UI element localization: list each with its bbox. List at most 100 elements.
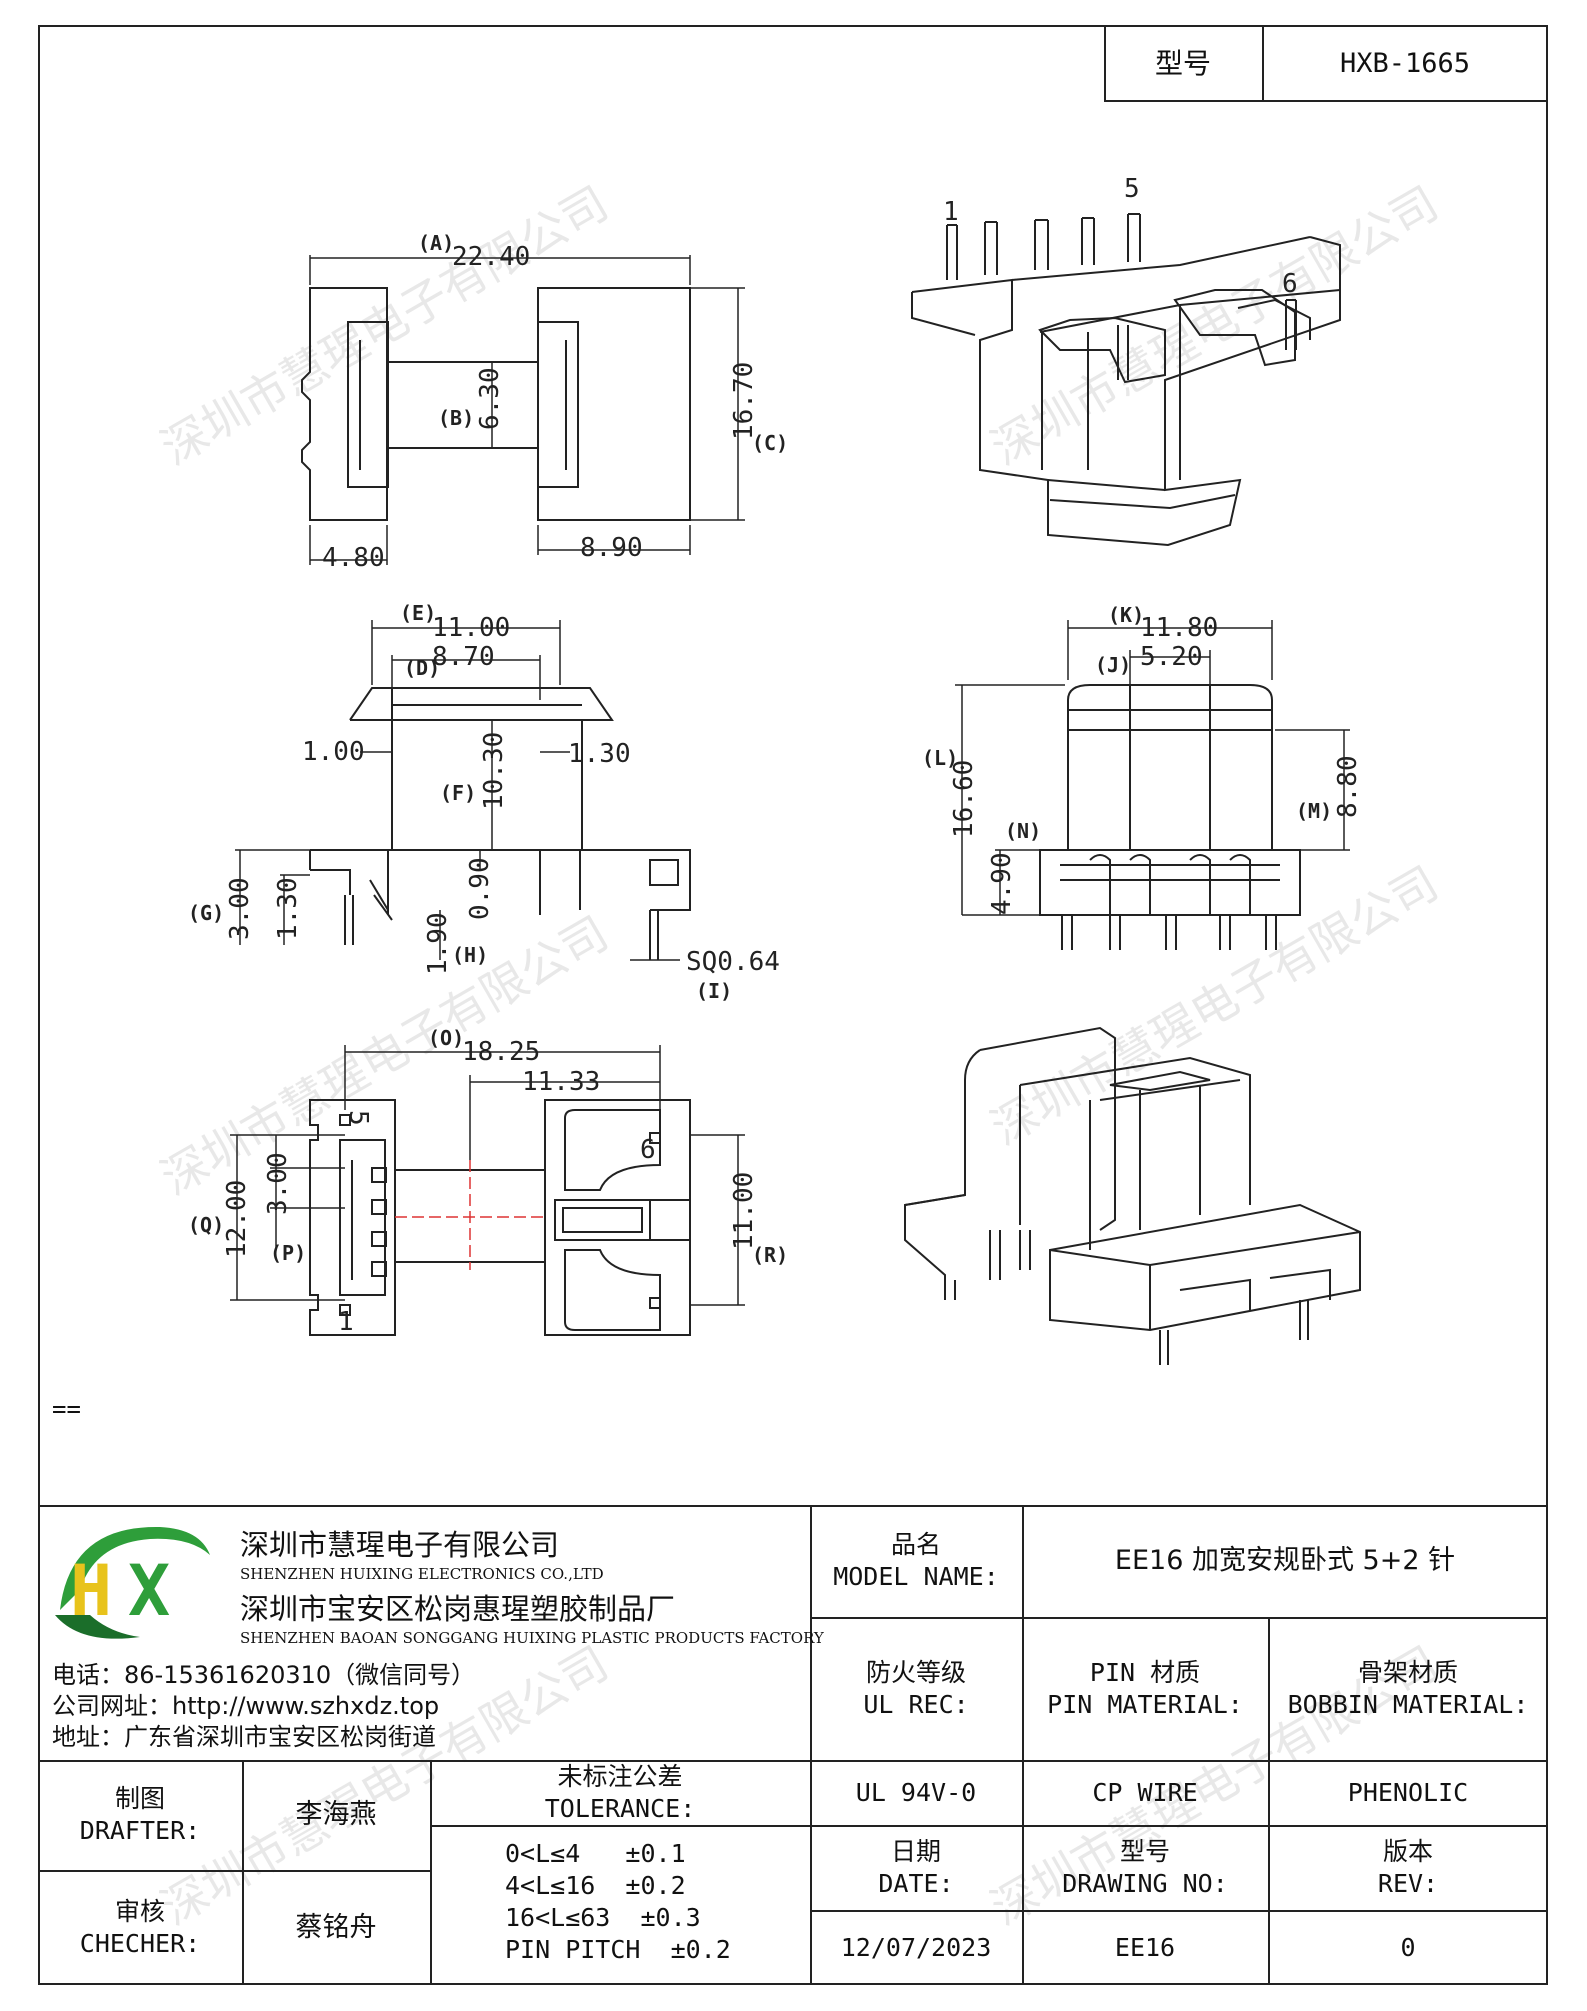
dim-value-e: 11.00 <box>432 613 510 643</box>
drawing-no-value: EE16 <box>1114 1932 1176 1962</box>
bottom-pin-label-6: 6 <box>640 1135 656 1165</box>
rev-label: 版本 REV: <box>1268 1825 1548 1910</box>
side-view <box>235 620 691 961</box>
factory-name-en: SHENZHEN BAOAN SONGGANG HUIXING PLASTIC … <box>240 1629 824 1647</box>
pin-material-label: PIN 材质 PIN MATERIAL: <box>1022 1617 1268 1760</box>
dim-value-i: SQ0.64 <box>686 947 780 977</box>
grid-line <box>810 1825 1548 1827</box>
dim-value-k: 11.80 <box>1140 613 1218 643</box>
tolerance-line: 16<L≤63 ±0.3 <box>505 1903 701 1932</box>
factory-name-cn: 深圳市宝安区松岗惠瑆塑胶制品厂 <box>240 1592 676 1626</box>
header-model-box <box>1104 25 1548 102</box>
dim-value-d: 8.70 <box>432 642 495 672</box>
dim-value-h1: 0.90 <box>465 857 495 920</box>
fire-rating-label: 防火等级 UL REC: <box>810 1617 1022 1760</box>
fire-rating-label-en: UL REC: <box>863 1689 969 1719</box>
dim-value-j: 5.20 <box>1140 642 1203 672</box>
dim-value-r: 11.00 <box>729 1172 759 1250</box>
company-logo: H X <box>55 1526 210 1639</box>
header-model-label: 型号 <box>1154 46 1211 80</box>
logo-text-x: X <box>128 1550 170 1632</box>
iso-pin-label-1: 1 <box>943 197 959 227</box>
dim-value-q: 12.00 <box>222 1180 252 1258</box>
rev-value: 0 <box>1400 1932 1416 1962</box>
bobbin-material-label: 骨架材质 BOBBIN MATERIAL: <box>1268 1617 1548 1760</box>
checker-label: 审核 CHECHER: <box>38 1870 242 1985</box>
drawing-no-label-cn: 型号 <box>1119 1836 1170 1866</box>
tolerance-label-cn: 未标注公差 <box>557 1761 683 1791</box>
dim-value-l: 16.60 <box>949 760 979 838</box>
dim-label-n: (N) <box>1005 819 1041 843</box>
bobbin-material-label-en: BOBBIN MATERIAL: <box>1287 1689 1529 1719</box>
title-block-top-border <box>38 1505 1548 1507</box>
dim-label-e: (E) <box>400 601 436 625</box>
checker-label-en: CHECHER: <box>79 1928 201 1958</box>
date-label-en: DATE: <box>878 1868 954 1898</box>
model-name-label-cn: 品名 <box>890 1530 941 1559</box>
isometric-view-bottom <box>904 1026 1361 1365</box>
dim-label-a: (A) <box>418 231 454 255</box>
dim-value-o2: 11.33 <box>522 1067 600 1097</box>
checker-label-cn: 审核 <box>114 1896 165 1926</box>
dim-value-p: 3.00 <box>263 1152 293 1215</box>
dim-value-m: 8.80 <box>1333 755 1363 818</box>
dim-value-n: 4.90 <box>987 852 1017 915</box>
dim-value-w2: 8.90 <box>580 533 643 563</box>
company-website[interactable]: 公司网址：http://www.szhxdz.top <box>52 1692 440 1720</box>
technical-drawing: (A) 22.40 (B) 6.30 16.70 (C) 4.80 8.90 1… <box>188 174 1363 1365</box>
rev-label-cn: 版本 <box>1382 1836 1433 1866</box>
notes-mark: == <box>52 1395 81 1423</box>
dim-value-l1: 1.00 <box>302 737 365 767</box>
drafter-value: 李海燕 <box>295 1799 377 1830</box>
pin-material-label-cn: PIN 材质 <box>1089 1657 1201 1687</box>
drawing-frame <box>38 25 1548 1985</box>
grid-line <box>1022 1505 1024 1985</box>
grid-line <box>1268 1617 1270 1985</box>
pin-material-label-en: PIN MATERIAL: <box>1047 1689 1243 1719</box>
dim-label-g: (G) <box>188 901 224 925</box>
dim-value-o: 18.25 <box>462 1037 540 1067</box>
dim-value-w1: 4.80 <box>322 543 385 573</box>
tolerance-line: PIN PITCH ±0.2 <box>505 1935 731 1964</box>
bobbin-material-label-cn: 骨架材质 <box>1357 1657 1458 1687</box>
dim-label-c: (C) <box>752 431 788 455</box>
dim-value-g2: 1.30 <box>273 877 303 940</box>
dim-value-b: 6.30 <box>475 367 505 430</box>
dim-label-h: (H) <box>452 943 488 967</box>
front-view <box>955 620 1350 950</box>
model-name-label-en: MODEL NAME: <box>833 1562 999 1591</box>
grid-line <box>38 1760 1548 1762</box>
fire-rating-label-cn: 防火等级 <box>865 1657 966 1687</box>
isometric-view-top <box>911 213 1341 547</box>
dim-label-q: (Q) <box>188 1213 224 1237</box>
tolerance-line: 4<L≤16 ±0.2 <box>505 1871 686 1900</box>
dim-label-i: (I) <box>696 979 732 1003</box>
drafter-label-cn: 制图 <box>114 1784 165 1813</box>
drafter-label-en: DRAFTER: <box>79 1816 201 1845</box>
drawing-no-label-en: DRAWING NO: <box>1062 1868 1228 1898</box>
tolerance-label: 未标注公差 TOLERANCE: <box>430 1760 810 1825</box>
dim-label-b: (B) <box>438 406 474 430</box>
tolerance-line: 0<L≤4 ±0.1 <box>505 1839 686 1868</box>
date-label-cn: 日期 <box>890 1836 941 1866</box>
dim-label-o: (O) <box>428 1026 464 1050</box>
date-value: 12/07/2023 <box>840 1932 992 1962</box>
drawing-no-label: 型号 DRAWING NO: <box>1022 1825 1268 1910</box>
company-phone: 电话：86-15361620310（微信同号） <box>52 1661 476 1689</box>
logo-text: H <box>70 1550 112 1632</box>
grid-line <box>430 1760 432 1985</box>
tolerance-label-en: TOLERANCE: <box>544 1793 696 1823</box>
grid-line <box>810 1617 1548 1619</box>
grid-line <box>810 1910 1548 1912</box>
grid-line <box>242 1760 244 1985</box>
checker-value: 蔡铭舟 <box>295 1911 377 1943</box>
model-name-label: 品名 MODEL NAME: <box>810 1505 1022 1617</box>
bottom-pin-label-5: 5 <box>343 1110 373 1126</box>
company-name-en: SHENZHEN HUIXING ELECTRONICS CO.,LTD <box>240 1565 604 1583</box>
dim-label-j: (J) <box>1095 653 1131 677</box>
dim-value-a: 22.40 <box>452 242 530 272</box>
dim-value-f: 10.30 <box>479 732 509 810</box>
date-label: 日期 DATE: <box>810 1825 1022 1910</box>
grid-line <box>810 1505 812 1985</box>
model-name-value: EE16 加宽安规卧式 5+2 针 <box>1114 1545 1456 1576</box>
